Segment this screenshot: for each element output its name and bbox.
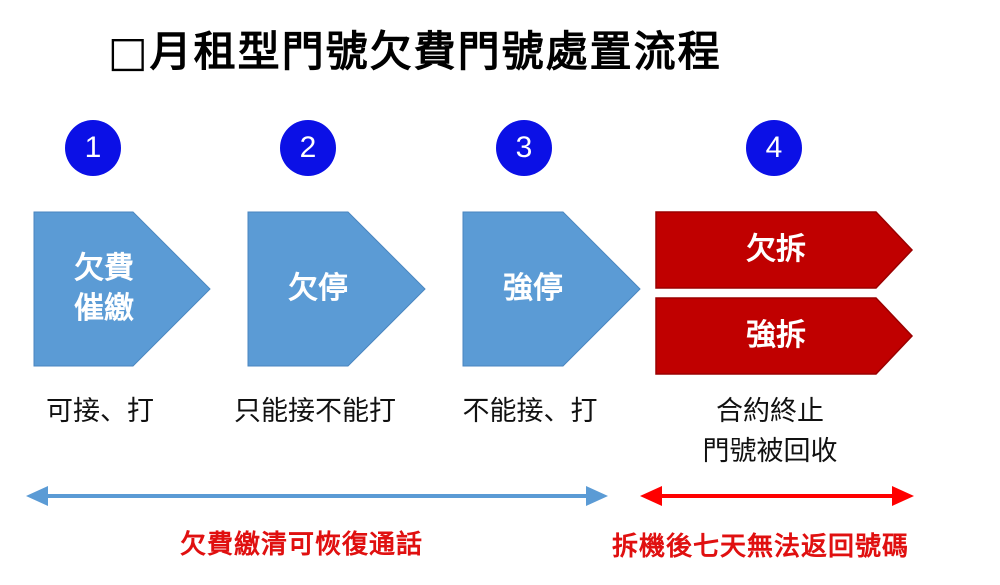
step-4b-label: 強拆 bbox=[746, 318, 806, 353]
step-4-description: 合約終止 門號被回收 bbox=[702, 396, 838, 467]
step-1-label: 欠費 催繳 bbox=[74, 251, 134, 326]
step-3-label: 強停 bbox=[503, 271, 563, 306]
step-4a-label: 欠拆 bbox=[746, 232, 806, 267]
step-2-number: 2 bbox=[280, 120, 336, 176]
note-right: 拆機後七天無法返回號碼 bbox=[612, 532, 910, 562]
note-left: 欠費繳清可恢復通話 bbox=[180, 530, 424, 560]
step-1-shape bbox=[33, 211, 211, 367]
step-1-number: 1 bbox=[65, 120, 121, 176]
page-title: □月租型門號欠費門號處置流程 bbox=[108, 27, 722, 76]
step-4-number: 4 bbox=[746, 120, 802, 176]
blue-double-arrow bbox=[26, 486, 608, 506]
step-3-description: 不能接、打 bbox=[462, 396, 598, 427]
step-2-label: 欠停 bbox=[288, 271, 348, 306]
step-2-shape bbox=[247, 211, 426, 367]
step-4a-shape bbox=[655, 211, 914, 289]
red-double-arrow bbox=[640, 486, 914, 506]
step-3-shape bbox=[462, 211, 641, 367]
step-1-description: 可接、打 bbox=[46, 396, 154, 427]
step-2-description: 只能接不能打 bbox=[234, 396, 396, 427]
step-3-number: 3 bbox=[496, 120, 552, 176]
step-4b-shape bbox=[655, 297, 914, 375]
